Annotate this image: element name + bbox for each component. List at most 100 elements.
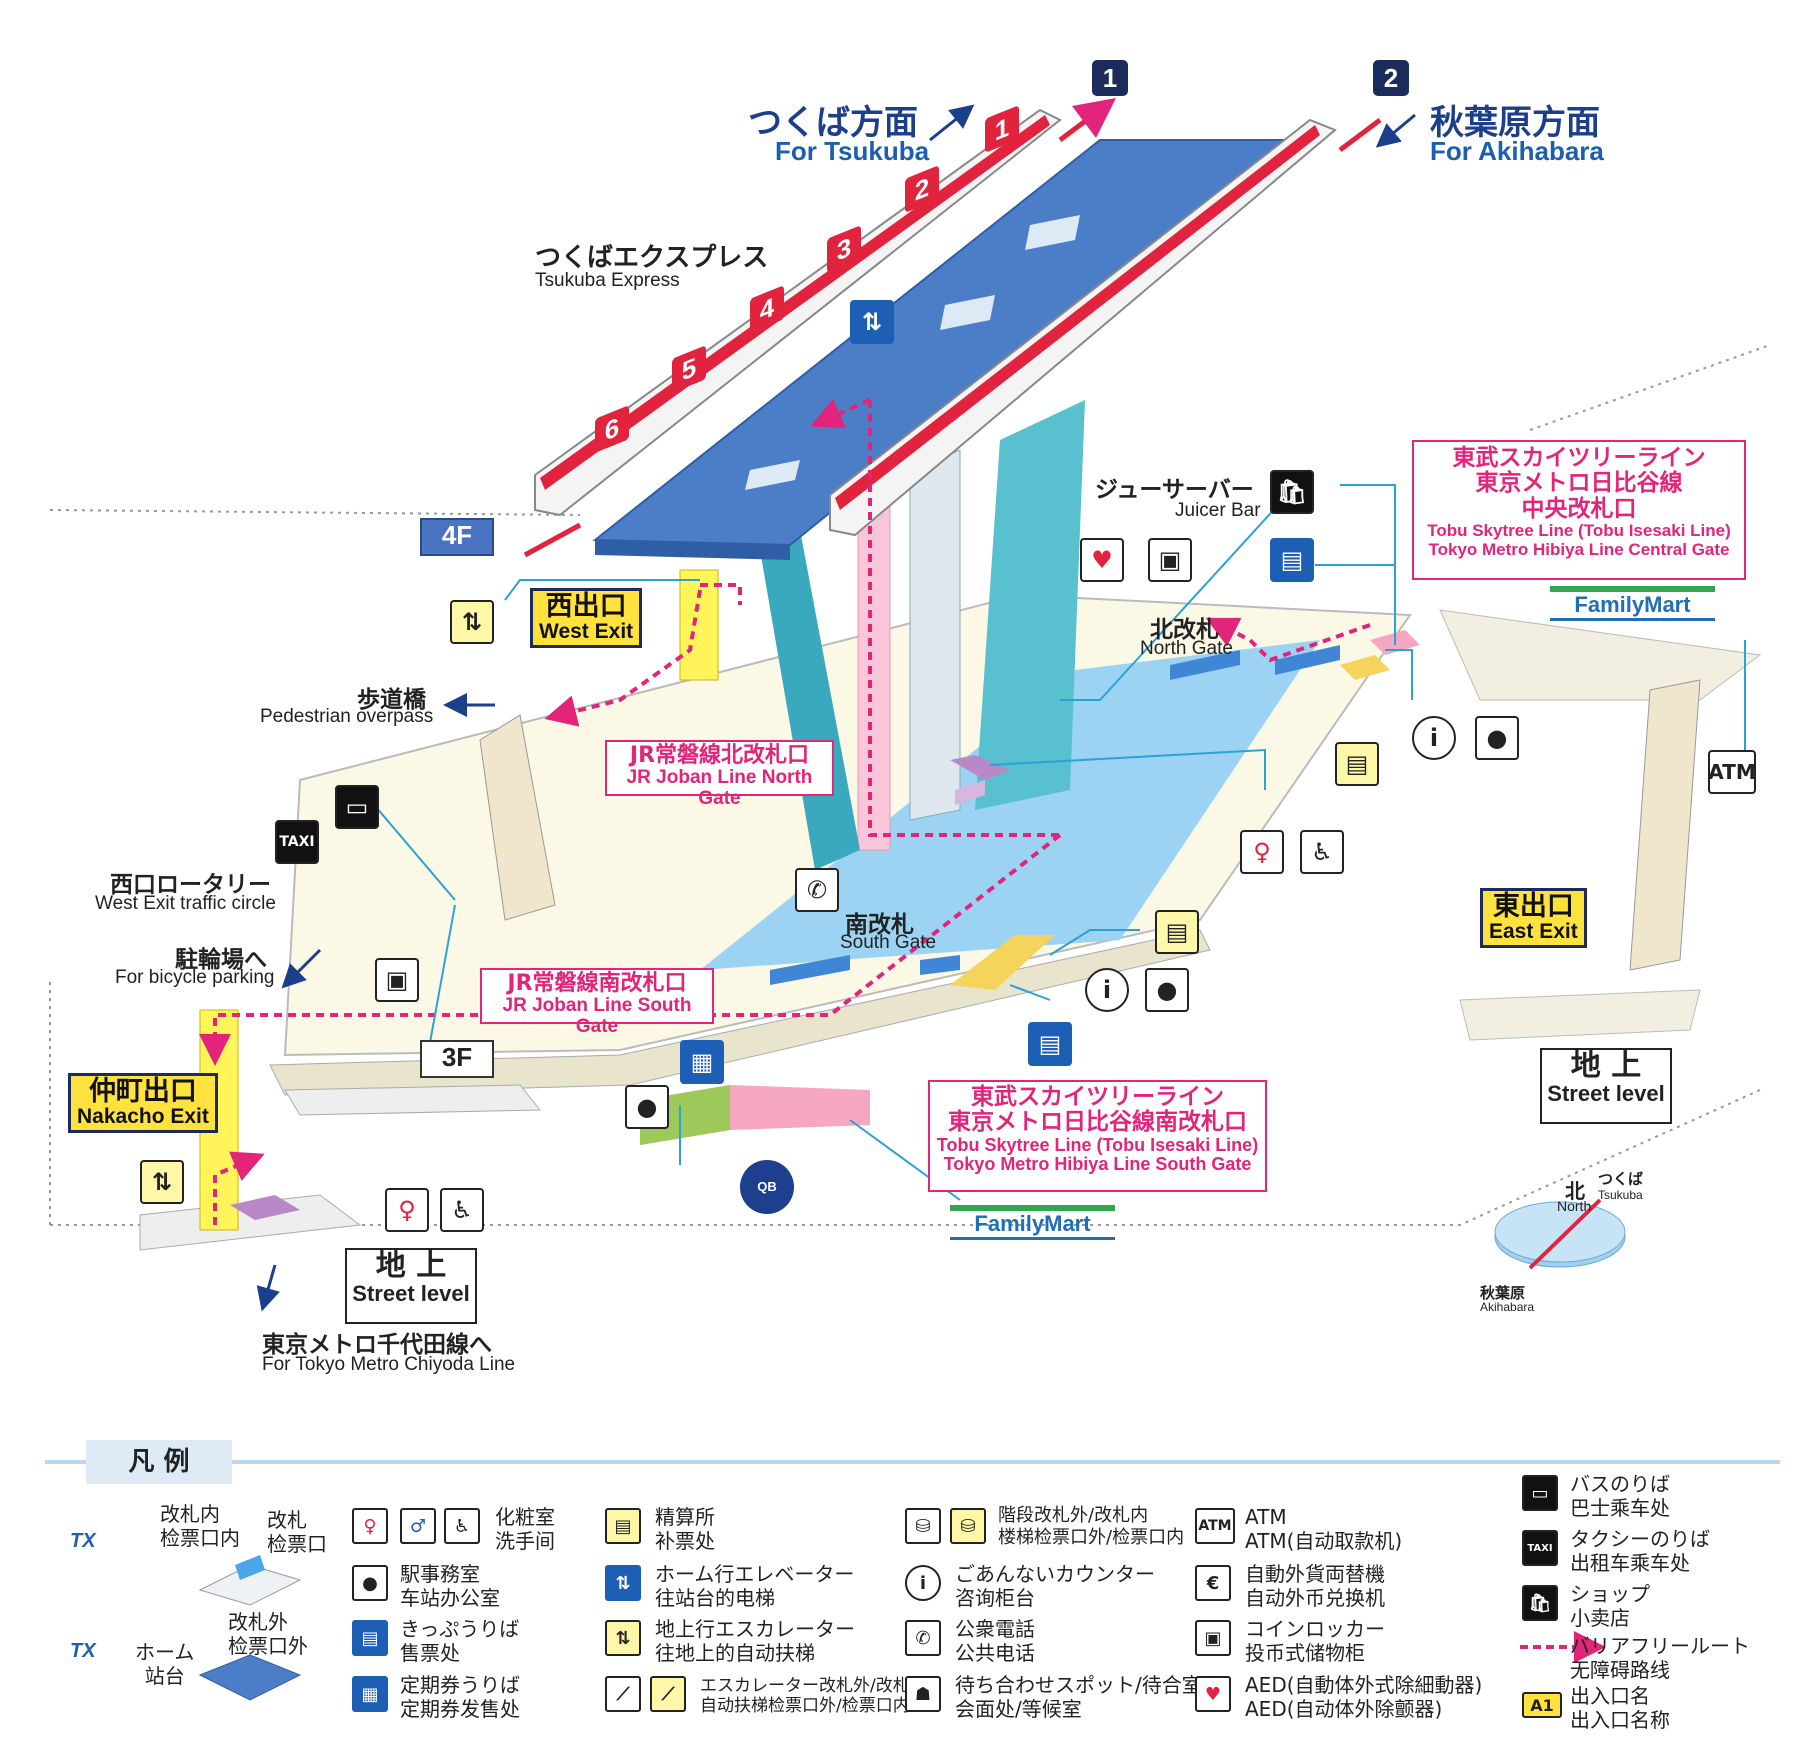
legend-elevator: ホーム行エレベーター往站台的电梯 <box>655 1562 854 1610</box>
platform-elevator-icon: ⇅ <box>850 300 894 344</box>
legend-locker: コインロッカー投币式储物柜 <box>1245 1617 1385 1665</box>
south-gate-label-en: South Gate <box>840 932 937 953</box>
overpass-label-en: Pedestrian overpass <box>260 706 434 727</box>
qb-house-logo: QB <box>740 1160 794 1214</box>
legend-office-jp: 駅事務室 <box>400 1562 480 1586</box>
familymart-south-blue-bar <box>950 1237 1115 1240</box>
legend-ticket-office-icon: ▤ <box>352 1620 388 1656</box>
overpass-label-jp: 歩道橋 <box>357 687 426 713</box>
familymart-green-bar <box>1550 586 1715 592</box>
legend-aed-jp: AED(自動体外式除細動器) <box>1245 1673 1483 1697</box>
legend-fare-cn: 补票处 <box>655 1529 715 1553</box>
nakacho-exit-sign: 仲町出口 Nakacho Exit <box>68 1073 218 1134</box>
ticket-barriers <box>770 645 1340 985</box>
south-gate-label-jp: 南改札 <box>845 912 914 938</box>
west-exit-sign: 西出口 West Exit <box>530 588 643 649</box>
tobu-central-line-5: Tokyo Metro Hibiya Line Central Gate <box>1428 539 1730 559</box>
compass-akihabara-en: Akihabara <box>1480 1300 1535 1314</box>
legend-stairs-inside-icon: ⛁ <box>950 1508 986 1544</box>
juicer-bar-label-en: Juicer Bar <box>1175 500 1261 521</box>
familymart-blue-bar <box>1550 618 1715 621</box>
legend-exit-name: 出入口名出入口名称 <box>1570 1684 1670 1732</box>
toilet-women-icon-3f: ♀ <box>1240 830 1284 874</box>
escalator-east <box>1629 679 1701 971</box>
legend-street-escalator-icon: ⇅ <box>605 1620 641 1656</box>
shop-icon: 🛍 <box>1270 470 1314 514</box>
legend-information-icon: i <box>905 1565 941 1601</box>
compass-tsukuba-jp: つくば <box>1598 1170 1644 1188</box>
legend-toilet-jp: 化粧室 <box>495 1505 555 1529</box>
legend-escalator-gate-cn: 自动扶梯检票口外/检票口内 <box>700 1696 910 1717</box>
legend-gate-outside: 改札外 检票口外 <box>228 1610 308 1658</box>
legend-gate-inside-cn: 检票口内 <box>160 1526 240 1550</box>
legend-wait-cn: 会面处/等候室 <box>955 1697 1082 1721</box>
ticket-office-icon-south: ▤ <box>1028 1022 1072 1066</box>
jr-joban-north-gate-box: JR常磐線北改札口 JR Joban Line North Gate <box>605 740 834 809</box>
legend-taxi-cn: 出租车乘车处 <box>1570 1551 1690 1575</box>
legend-toilet-cn: 洗手间 <box>495 1529 555 1553</box>
legend-waiting-icon: ☗ <box>905 1676 941 1712</box>
information-counter-icon-south: i <box>1085 968 1129 1012</box>
tobu-central-line-2: 東京メトロ日比谷線 <box>1475 470 1683 497</box>
legend-elevator-jp: ホーム行エレベーター <box>655 1562 855 1586</box>
wheelchair-icon-street: ♿ <box>440 1188 484 1232</box>
line-name-en: Tsukuba Express <box>535 270 680 291</box>
legend-atm-cn: ATM(自动取款机) <box>1245 1529 1403 1553</box>
legend-elevator-cn: 往站台的电梯 <box>655 1586 775 1610</box>
legend-barrier-free-cn: 无障碍路线 <box>1570 1658 1670 1682</box>
west-rotary-label-en: West Exit traffic circle <box>95 893 276 914</box>
legend-fare: 精算所补票处 <box>655 1505 715 1553</box>
west-escalator-icon: ⇅ <box>450 600 494 644</box>
train-right <box>829 118 1337 537</box>
legend-shop: ショップ小卖店 <box>1570 1582 1650 1630</box>
tobu-central-line-1: 東武スカイツリーライン <box>1452 445 1706 471</box>
barrier-free-route <box>199 398 1371 1225</box>
street-level-west-box: 地 上 Street level <box>345 1248 477 1324</box>
station-office-icon-south-shops: ● <box>625 1085 669 1129</box>
east-exit-jp: 東出口 <box>1492 891 1574 922</box>
nakacho-escalator-icon: ⇅ <box>140 1160 184 1204</box>
legend-gate-outside-jp: 改札外 <box>228 1610 288 1634</box>
legend-platform-cn: 站台 <box>144 1664 185 1688</box>
legend-gate-inside: 改札内 检票口内 <box>160 1502 240 1550</box>
legend-gate-inside-jp: 改札内 <box>160 1502 220 1526</box>
legend-fx: 自動外貨両替機自动外币兑换机 <box>1245 1562 1385 1610</box>
west-exit-jp: 西出口 <box>545 591 627 622</box>
legend-platform-elevator-icon: ⇅ <box>605 1565 641 1601</box>
tobu-south-line-2: 東京メトロ日比谷線南改札口 <box>948 1109 1247 1136</box>
legend-aed-cn: AED(自动体外除颤器) <box>1245 1697 1443 1721</box>
legend-gate: 改札 检票口 <box>267 1508 327 1556</box>
juicer-bar-label-jp: ジューサーバー <box>1095 477 1254 503</box>
legend-coin-locker-icon: ▣ <box>1195 1620 1231 1656</box>
jr-north-gate-jp: JR常磐線北改札口 <box>629 743 810 768</box>
familymart-south-green-bar <box>950 1205 1115 1211</box>
building-outline <box>49 344 1771 1226</box>
jr-south-gate-en: JR Joban Line South Gate <box>502 995 692 1038</box>
legend-escalator-inside-icon: ⟋ <box>650 1676 686 1712</box>
west-exit-en: West Exit <box>539 620 634 644</box>
legend-title: 凡 例 <box>86 1440 232 1484</box>
legend-toilet-women-icon: ♀ <box>352 1508 388 1544</box>
tobu-south-line-4: Tokyo Metro Hibiya Line South Gate <box>943 1154 1252 1175</box>
legend-barrier-free: バリアフリールート无障碍路线 <box>1570 1634 1750 1682</box>
tx-logo-1: TX <box>70 1530 96 1552</box>
coin-locker-icon-west: ▣ <box>375 958 419 1002</box>
legend-info-jp: ごあんないカウンター <box>955 1562 1155 1586</box>
jr-north-gate-en: JR Joban Line North Gate <box>626 767 813 810</box>
legend-fare-adjustment-icon: ▤ <box>605 1508 641 1544</box>
bicycle-parking-label-jp: 駐輪場へ <box>175 947 267 973</box>
floor-label-4f: 4F <box>420 518 494 556</box>
commuter-pass-office-icon: ▦ <box>680 1040 724 1084</box>
legend-taxi-icon: TAXI <box>1522 1530 1558 1566</box>
legend-taxi-jp: タクシーのりば <box>1570 1527 1710 1551</box>
tsukuba-direction-en: For Tsukuba <box>775 136 930 166</box>
jr-joban-south-gate-box: JR常磐線南改札口 JR Joban Line South Gate <box>480 968 714 1037</box>
chiyoda-line-label-jp: 東京メトロ千代田線へ <box>262 1332 492 1358</box>
legend-phone: 公衆電話公共电话 <box>955 1617 1035 1665</box>
street-level-east-en: Street level <box>1547 1080 1665 1106</box>
ticket-office-icon: ▤ <box>1270 538 1314 582</box>
nakacho-exit-jp: 仲町出口 <box>88 1076 197 1107</box>
jr-south-gate-jp: JR常磐線南改札口 <box>507 971 687 996</box>
legend-shop-cn: 小卖店 <box>1570 1606 1630 1630</box>
